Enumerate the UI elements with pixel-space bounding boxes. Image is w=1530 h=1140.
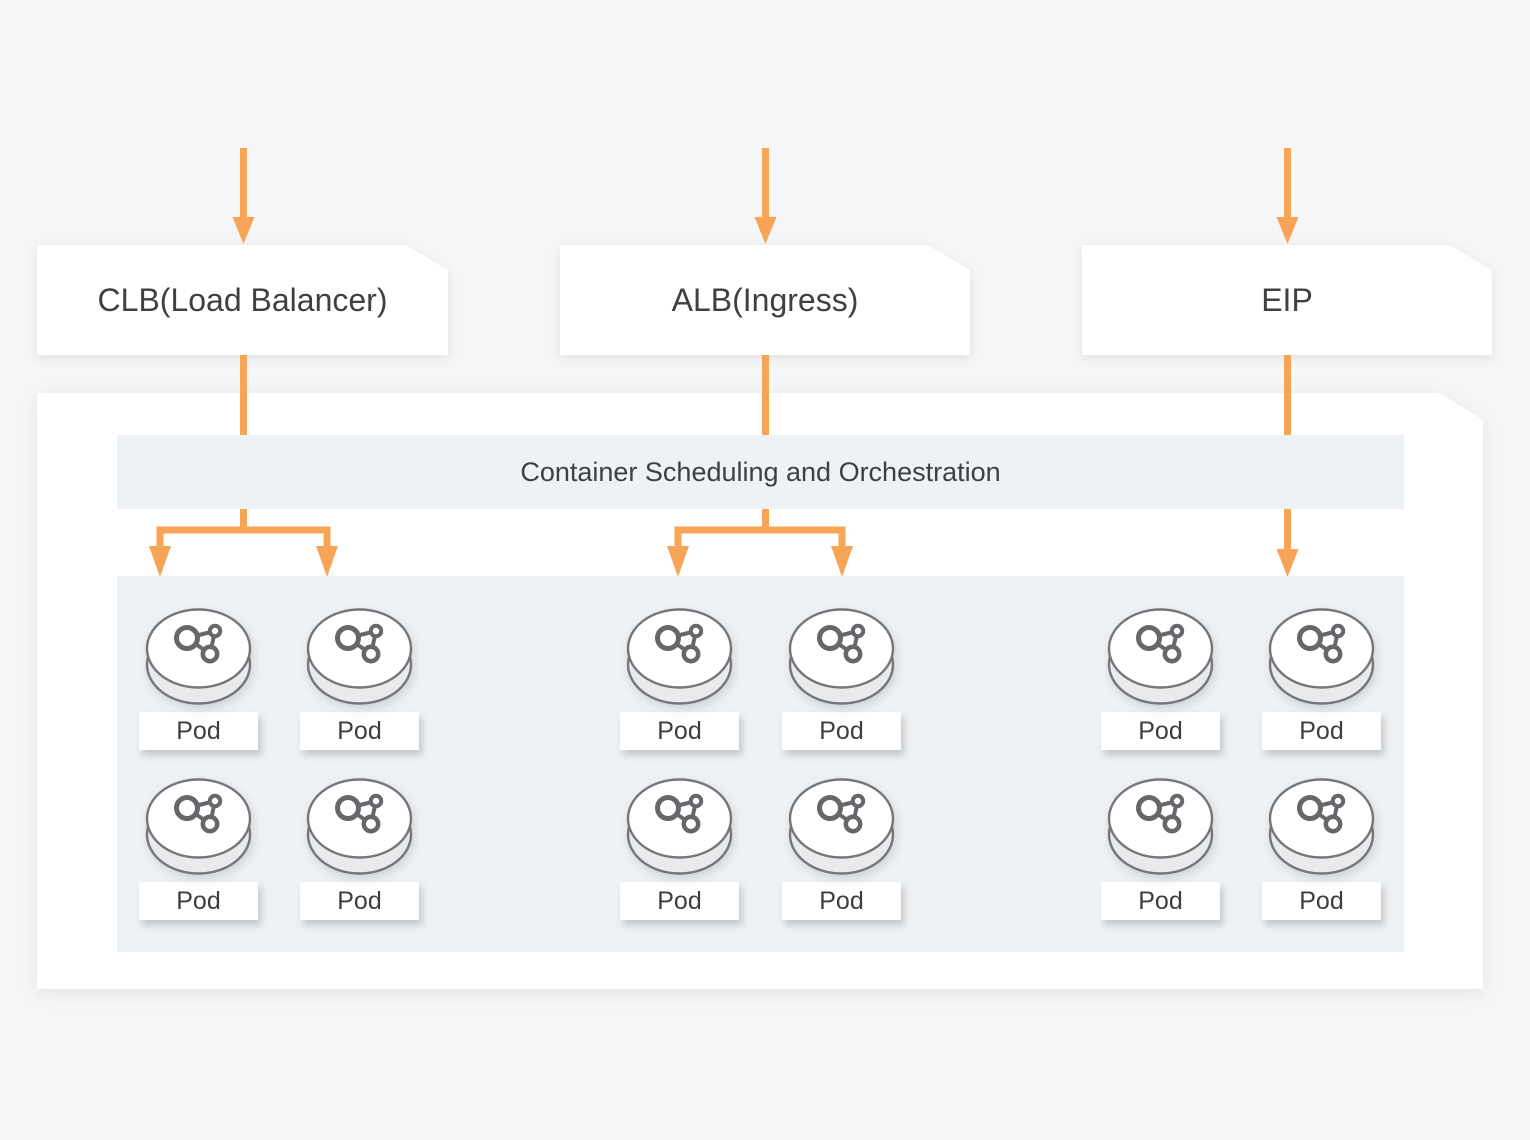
pod: Pod (782, 777, 901, 920)
pod-cylinder-icon (145, 777, 252, 877)
pod-cylinder-icon (788, 607, 895, 707)
clb-label: CLB(Load Balancer) (97, 281, 388, 318)
pod: Pod (620, 607, 739, 750)
pod: Pod (300, 777, 419, 920)
alb-box: ALB(Ingress) (560, 245, 970, 355)
pod-cylinder-icon (626, 607, 733, 707)
pod-label: Pod (139, 882, 258, 920)
pod-label: Pod (782, 712, 901, 750)
eip-label: EIP (1261, 281, 1313, 318)
pod: Pod (139, 607, 258, 750)
pod-cylinder-icon (1268, 607, 1375, 707)
pod-label: Pod (139, 712, 258, 750)
pod-label: Pod (1101, 882, 1220, 920)
clb-box: CLB(Load Balancer) (37, 245, 448, 355)
pod-label: Pod (1262, 882, 1381, 920)
pod-label: Pod (620, 882, 739, 920)
pod-label: Pod (1101, 712, 1220, 750)
pod: Pod (300, 607, 419, 750)
pod-cylinder-icon (1268, 777, 1375, 877)
pod: Pod (782, 607, 901, 750)
cluster-header-band: Container Scheduling and Orchestration (117, 435, 1404, 509)
pod-label: Pod (300, 882, 419, 920)
pod: Pod (1101, 777, 1220, 920)
pod: Pod (1262, 777, 1381, 920)
alb-label: ALB(Ingress) (671, 281, 859, 318)
pod-cylinder-icon (306, 607, 413, 707)
eip-box: EIP (1082, 245, 1492, 355)
arrow-into-clb (240, 148, 247, 218)
cluster-header-title: Container Scheduling and Orchestration (520, 456, 1001, 487)
pod: Pod (1101, 607, 1220, 750)
pod: Pod (139, 777, 258, 920)
pod-label: Pod (620, 712, 739, 750)
pod: Pod (1262, 607, 1381, 750)
pod: Pod (620, 777, 739, 920)
pod-cylinder-icon (145, 607, 252, 707)
pod-cylinder-icon (626, 777, 733, 877)
pod-cylinder-icon (306, 777, 413, 877)
pod-cylinder-icon (1107, 607, 1214, 707)
arrow-into-alb (762, 148, 769, 218)
pod-label: Pod (782, 882, 901, 920)
pod-label: Pod (1262, 712, 1381, 750)
pod-cylinder-icon (1107, 777, 1214, 877)
pod-cylinder-icon (788, 777, 895, 877)
arrow-into-eip (1284, 148, 1291, 218)
pod-label: Pod (300, 712, 419, 750)
